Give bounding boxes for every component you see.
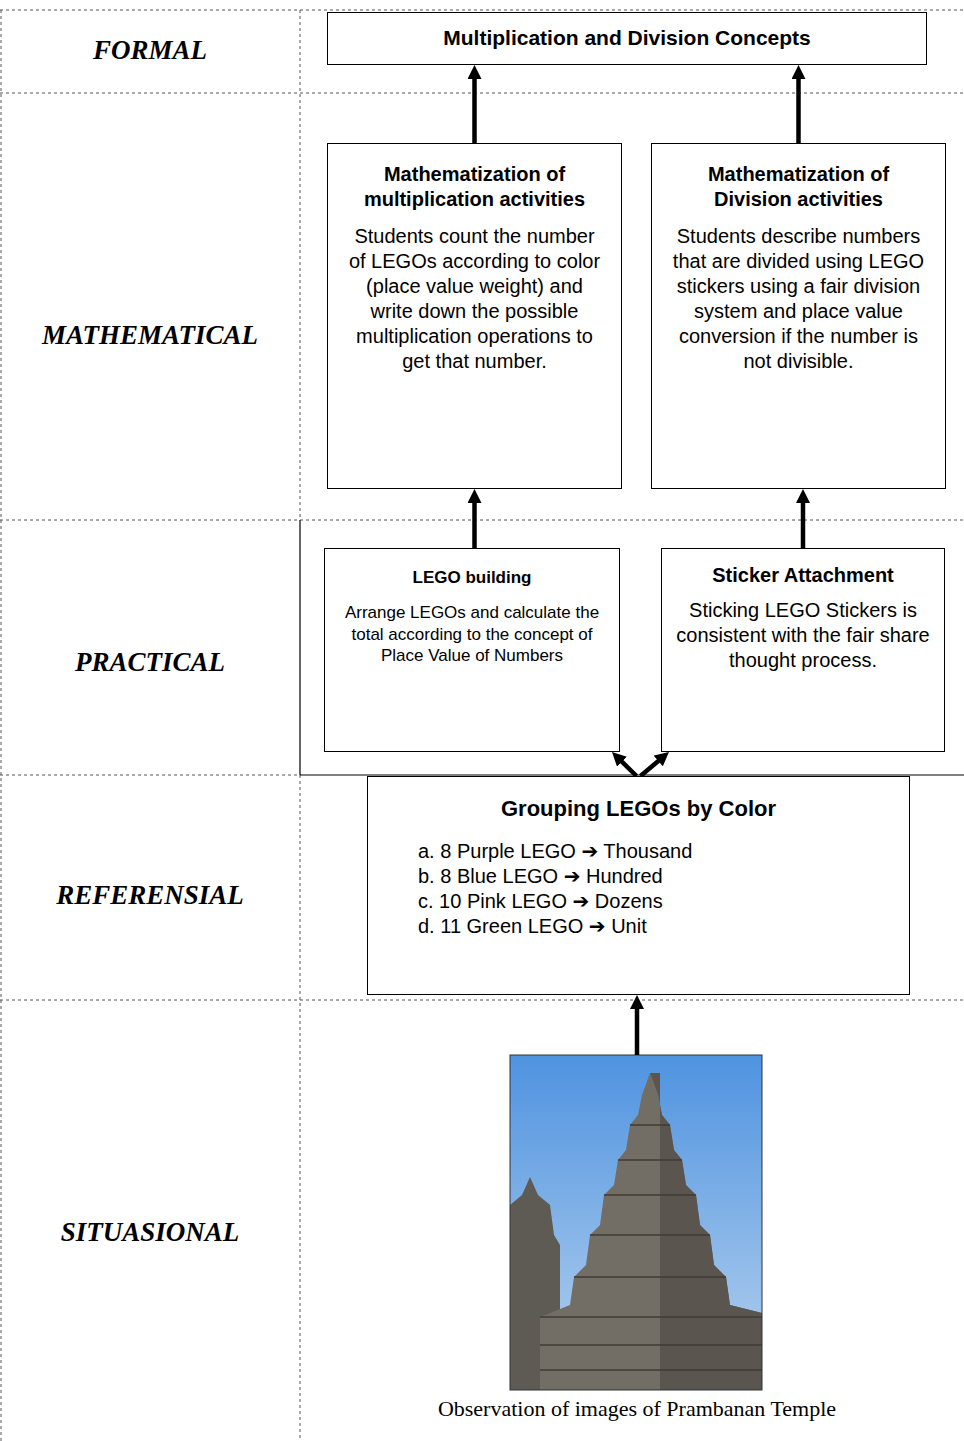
column-divider bbox=[299, 520, 300, 775]
photo-frame bbox=[510, 1055, 762, 1390]
node-body: d. 11 Green LEGO ➔ Unit bbox=[418, 914, 889, 939]
row-label: FORMAL bbox=[0, 33, 300, 67]
node-body: Sticking LEGO Stickers is consistent wit… bbox=[676, 598, 930, 673]
row-divider bbox=[0, 775, 300, 776]
sky bbox=[510, 1055, 762, 1390]
node-body: a. 8 Purple LEGO ➔ Thousand bbox=[418, 839, 889, 864]
activity-box: Mathematization of Division activitiesSt… bbox=[651, 143, 946, 489]
node-heading: Sticker Attachment bbox=[676, 563, 930, 588]
row-divider bbox=[0, 1000, 964, 1001]
column-divider bbox=[1, 10, 2, 1441]
flow-arrow bbox=[801, 496, 806, 548]
flow-arrow bbox=[472, 72, 477, 143]
row-label: REFERENSIAL bbox=[0, 878, 300, 912]
temple-photo bbox=[510, 1055, 762, 1390]
flow-arrow bbox=[635, 1002, 640, 1055]
concept-box: Multiplication and Division Concepts bbox=[327, 12, 927, 65]
node-heading: Mathematization of multiplication activi… bbox=[346, 162, 603, 212]
practice-box: LEGO buildingArrange LEGOs and calculate… bbox=[324, 548, 620, 752]
node-heading: Grouping LEGOs by Color bbox=[388, 795, 889, 823]
main-tower bbox=[540, 1073, 762, 1390]
node-body: b. 8 Blue LEGO ➔ Hundred bbox=[418, 864, 889, 889]
flow-arrow bbox=[641, 757, 664, 776]
node-body: Students count the number of LEGOs accor… bbox=[346, 224, 603, 374]
node-body: Students describe numbers that are divid… bbox=[670, 224, 927, 374]
column-divider bbox=[300, 10, 301, 520]
activity-box: Mathematization of multiplication activi… bbox=[327, 143, 622, 489]
stone-tiers bbox=[540, 1125, 762, 1370]
row-label: PRACTICAL bbox=[0, 645, 300, 679]
flow-arrow bbox=[472, 496, 477, 548]
row-divider bbox=[0, 93, 964, 94]
node-body: c. 10 Pink LEGO ➔ Dozens bbox=[418, 889, 889, 914]
column-divider bbox=[300, 775, 301, 1441]
practice-box: Sticker AttachmentSticking LEGO Stickers… bbox=[661, 548, 945, 752]
temple-image-node: Observation of images of Prambanan Templ… bbox=[427, 1055, 847, 1431]
row-label: MATHEMATICAL bbox=[0, 318, 300, 352]
node-body: Arrange LEGOs and calculate the total ac… bbox=[339, 602, 605, 666]
row-divider bbox=[0, 520, 964, 521]
grouping-box: Grouping LEGOs by Color a. 8 Purple LEGO … bbox=[367, 776, 910, 995]
row-label: SITUASIONAL bbox=[0, 1215, 300, 1249]
node-heading: Multiplication and Division Concepts bbox=[342, 25, 912, 51]
row-divider bbox=[0, 10, 964, 11]
tower-shadow bbox=[650, 1073, 762, 1390]
flow-arrow bbox=[617, 757, 636, 776]
node-heading: Observation of images of Prambanan Templ… bbox=[431, 1395, 843, 1423]
node-heading: LEGO building bbox=[339, 567, 605, 588]
node-heading: Mathematization of Division activities bbox=[670, 162, 927, 212]
flow-arrow bbox=[796, 72, 801, 143]
